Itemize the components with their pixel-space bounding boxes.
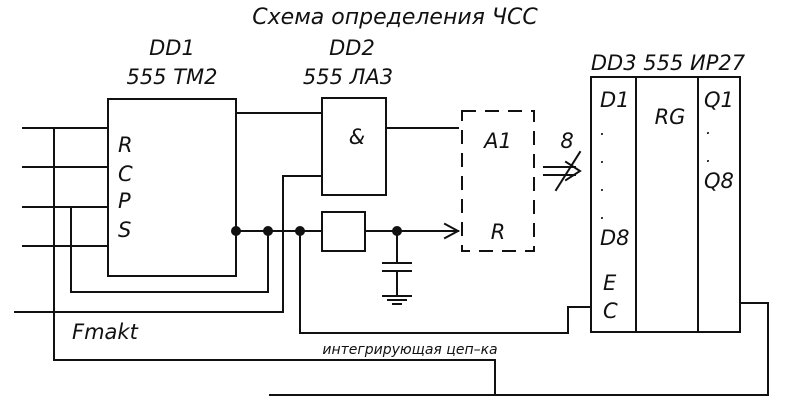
svg-text:.: .	[706, 147, 711, 166]
dd1-input-wires	[14, 127, 496, 396]
dd2-type: 555 ЛА3	[303, 65, 393, 89]
a1-name: A1	[482, 129, 512, 153]
dd3-pin-q8: Q8	[704, 169, 734, 193]
resistor	[321, 211, 366, 252]
a1-pin-r: R	[491, 220, 506, 244]
svg-text:.: .	[600, 204, 605, 223]
dd2-body	[321, 97, 387, 196]
junction-dot	[263, 226, 273, 236]
dd2-name: DD2	[329, 36, 375, 60]
dd3-chip: DD3 555 ИР27 D1 . . . . D8 E C RG Q1 . .…	[590, 51, 746, 333]
wire-dd3-feedback	[269, 302, 769, 396]
dd1-pin-s: S	[118, 218, 131, 242]
dd3-pin-e: E	[603, 271, 617, 295]
dd1-pin-p: P	[118, 189, 131, 213]
bus-slash	[554, 150, 582, 192]
arrow-head-icon	[443, 222, 461, 240]
dd1-pin-r: R	[118, 133, 133, 157]
dd2-chip: DD2 555 ЛА3 &	[303, 36, 393, 196]
junction-dot	[231, 226, 241, 236]
dd3-title: DD3 555 ИР27	[591, 51, 746, 75]
dd1-name: DD1	[149, 36, 195, 60]
bus-8: 8	[543, 129, 582, 192]
a1-block: A1 R	[461, 110, 535, 252]
svg-text:.: .	[600, 148, 605, 167]
dd3-pin-c: C	[603, 299, 618, 323]
diagram-title: Схема определения ЧСС	[252, 5, 538, 30]
svg-text:.: .	[600, 120, 605, 139]
dd1-body	[107, 98, 237, 277]
clock-label: Fmakt	[72, 320, 139, 344]
bus-width: 8	[560, 129, 573, 153]
svg-text:.: .	[706, 119, 711, 138]
dd3-pin-q1: Q1	[704, 88, 734, 112]
integrator-label: интегрирующая цеп–ка	[322, 342, 497, 358]
dd1-pin-c: C	[118, 162, 133, 186]
dd3-function: RG	[655, 105, 686, 129]
wire-to-dd3-c	[299, 230, 592, 334]
dd3-pin-d8: D8	[600, 226, 630, 250]
capacitor-ground	[382, 230, 412, 305]
dd3-pin-d1: D1	[600, 88, 630, 112]
svg-text:.: .	[600, 176, 605, 195]
and-symbol: &	[349, 125, 365, 149]
dd1-type: 555 ТМ2	[126, 65, 217, 89]
dd1-chip: DD1 555 ТМ2 R C P S	[107, 36, 237, 277]
dd3-body	[590, 76, 741, 333]
a1-body	[461, 110, 535, 252]
